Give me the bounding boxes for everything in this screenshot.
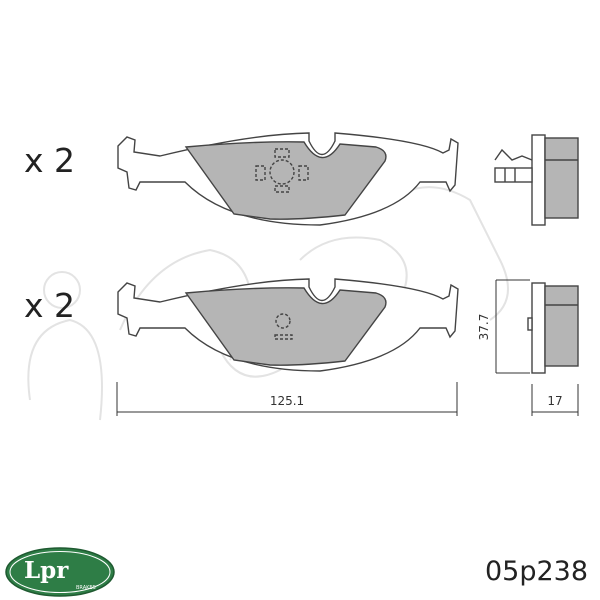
pad-front-view-top	[117, 132, 459, 226]
pad-side-view-top	[494, 134, 579, 226]
part-number: 05p238	[484, 556, 588, 587]
lpr-brakes-logo: Lpr BRAKES	[5, 547, 115, 597]
length-dimension: 125.1	[270, 394, 304, 408]
thickness-dimension: 17	[547, 394, 562, 408]
height-dimension: 37.7	[477, 314, 491, 341]
quantity-label-top: x 2	[24, 141, 76, 180]
logo-text: Lpr	[24, 557, 69, 584]
dimension-lines	[116, 279, 579, 416]
pad-front-view-bottom	[117, 278, 459, 372]
pad-side-view-bottom	[527, 282, 579, 374]
quantity-label-bottom: x 2	[24, 286, 76, 325]
logo-subtext: BRAKES	[76, 585, 96, 591]
